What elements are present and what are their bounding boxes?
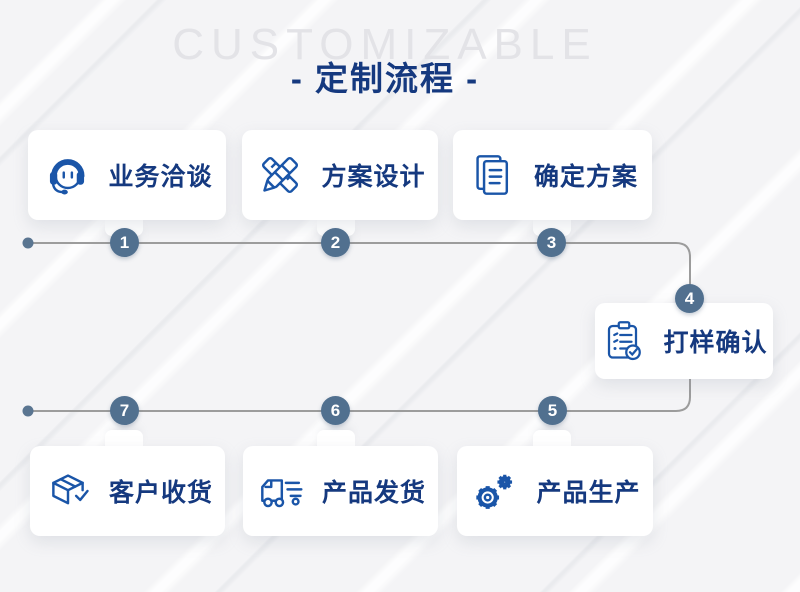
page-title: - 定制流程 - (290, 60, 480, 97)
line-start-dot (22, 237, 34, 249)
background-watermark-text: CUSTOMIZABLE (172, 20, 598, 69)
step-card-sample-confirmation: 打样确认 (595, 303, 773, 379)
gears-icon (469, 465, 521, 517)
card-notch (105, 430, 143, 450)
step-card-confirm-plan: 确定方案 (453, 130, 652, 220)
pencil-ruler-icon (254, 149, 306, 201)
step-card-customer-receipt: 客户收货 (30, 446, 225, 536)
step-number-4: 4 (675, 284, 704, 313)
card-notch (533, 430, 571, 450)
connector-path (28, 242, 691, 412)
clipboard-check-icon (600, 317, 648, 365)
step-card-plan-design: 方案设计 (242, 130, 438, 220)
package-check-icon (42, 465, 94, 517)
card-notch (317, 430, 355, 450)
step-number-5: 5 (538, 396, 567, 425)
step-label: 客户收货 (108, 479, 213, 507)
step-label: 确定方案 (533, 163, 638, 191)
step-number-2: 2 (321, 228, 350, 257)
step-label: 打样确认 (663, 329, 768, 357)
step-number-6: 6 (321, 396, 350, 425)
headset-icon (41, 149, 93, 201)
step-label: 方案设计 (321, 163, 426, 191)
step-number-7: 7 (110, 396, 139, 425)
step-card-business-negotiation: 业务洽谈 (28, 130, 226, 220)
step-label: 产品发货 (321, 479, 426, 507)
truck-icon (255, 465, 307, 517)
step-label: 业务洽谈 (108, 163, 213, 191)
step-card-product-shipping: 产品发货 (243, 446, 438, 536)
step-label: 产品生产 (536, 479, 641, 507)
documents-icon (467, 149, 519, 201)
line-end-dot (22, 405, 34, 417)
step-number-1: 1 (110, 228, 139, 257)
step-number-3: 3 (537, 228, 566, 257)
step-card-product-production: 产品生产 (457, 446, 653, 536)
